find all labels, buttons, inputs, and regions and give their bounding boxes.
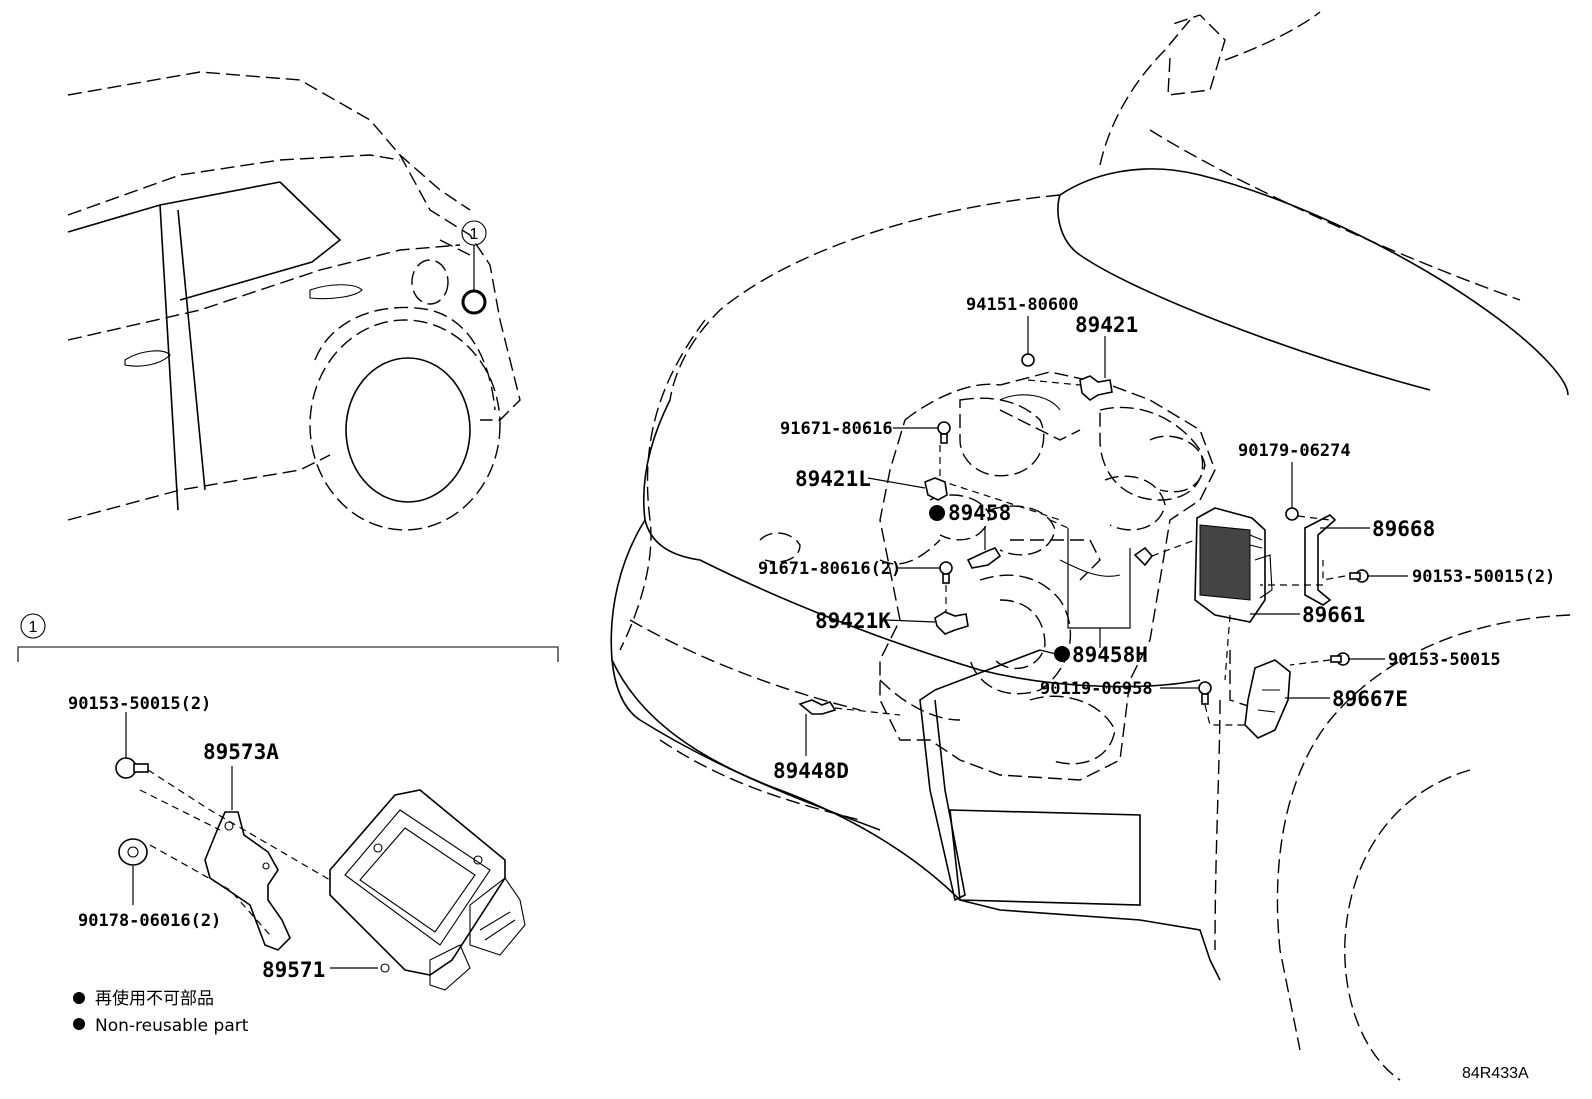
engine-bay-view	[610, 11, 1571, 1081]
detail-box: 1	[17, 613, 559, 1030]
callout-90119-06958: 90119-06958	[1040, 679, 1153, 699]
callout-89661: 89661	[1302, 603, 1365, 627]
callout-90153-50015-2-left: 90153-50015(2)	[68, 694, 211, 714]
nut-icon	[118, 838, 148, 866]
index-marker-label: 1	[470, 226, 479, 243]
callout-89421l: 89421L	[795, 467, 871, 491]
callout-90178-06016-2: 90178-06016(2)	[78, 911, 221, 931]
airbag-sensor-module-89571	[329, 789, 526, 991]
cover-89667e	[1244, 659, 1291, 739]
detail-index-circle	[20, 613, 46, 639]
bolt-icon	[1349, 569, 1369, 583]
sensor-89421l	[924, 477, 948, 501]
callout-89667e: 89667E	[1332, 687, 1408, 711]
location-marker-icon	[461, 289, 487, 315]
callout-91671-80616-2: 91671-80616(2)	[758, 559, 901, 579]
callout-89458h: 89458H	[1072, 643, 1148, 667]
bolt-icon	[1198, 681, 1212, 705]
bolt-icon	[1330, 652, 1350, 666]
rear-vehicle-view: 1	[67, 71, 521, 531]
sensor-89448d	[798, 699, 837, 715]
sensor-89421	[1079, 375, 1113, 401]
nut-icon	[1285, 507, 1299, 521]
sensor-89421k	[934, 611, 969, 635]
detail-index-label: 1	[29, 619, 38, 636]
bolt-icon	[115, 757, 149, 779]
bracket-89573a	[204, 811, 291, 951]
callout-91671-80616: 91671-80616	[780, 419, 893, 439]
callout-89573a: 89573A	[203, 740, 279, 764]
callout-89421k: 89421K	[815, 609, 891, 633]
non-reusable-dot-icon	[1054, 646, 1070, 662]
bolt-icon	[939, 561, 953, 584]
callout-90153-50015-2-right: 90153-50015(2)	[1412, 567, 1555, 587]
nut-icon	[1021, 353, 1035, 367]
bolt-icon	[937, 421, 951, 444]
callout-89458: 89458	[948, 501, 1011, 525]
legend-english: Non-reusable part	[95, 1016, 249, 1036]
callout-90153-50015: 90153-50015	[1388, 650, 1501, 670]
non-reusable-dot-icon	[929, 505, 945, 521]
engine-ecu-89661	[1194, 507, 1273, 623]
sensor-89458	[966, 547, 1002, 569]
callout-94151-80600: 94151-80600	[966, 295, 1079, 315]
non-reusable-dot-icon	[73, 1018, 85, 1030]
bracket-89668	[1304, 514, 1337, 606]
callout-89448d: 89448D	[773, 759, 849, 783]
callout-89421: 89421	[1075, 313, 1138, 337]
callout-labels: 94151-80600 89421 91671-80616 89421L 894…	[68, 295, 1555, 1082]
callout-90179-06274: 90179-06274	[1238, 441, 1351, 461]
non-reusable-dot-icon	[73, 992, 85, 1004]
legend-japanese: 再使用不可部品	[95, 988, 214, 1009]
callout-89668: 89668	[1372, 517, 1435, 541]
callout-89571: 89571	[262, 958, 325, 982]
figure-reference: 84R433A	[1462, 1065, 1529, 1082]
